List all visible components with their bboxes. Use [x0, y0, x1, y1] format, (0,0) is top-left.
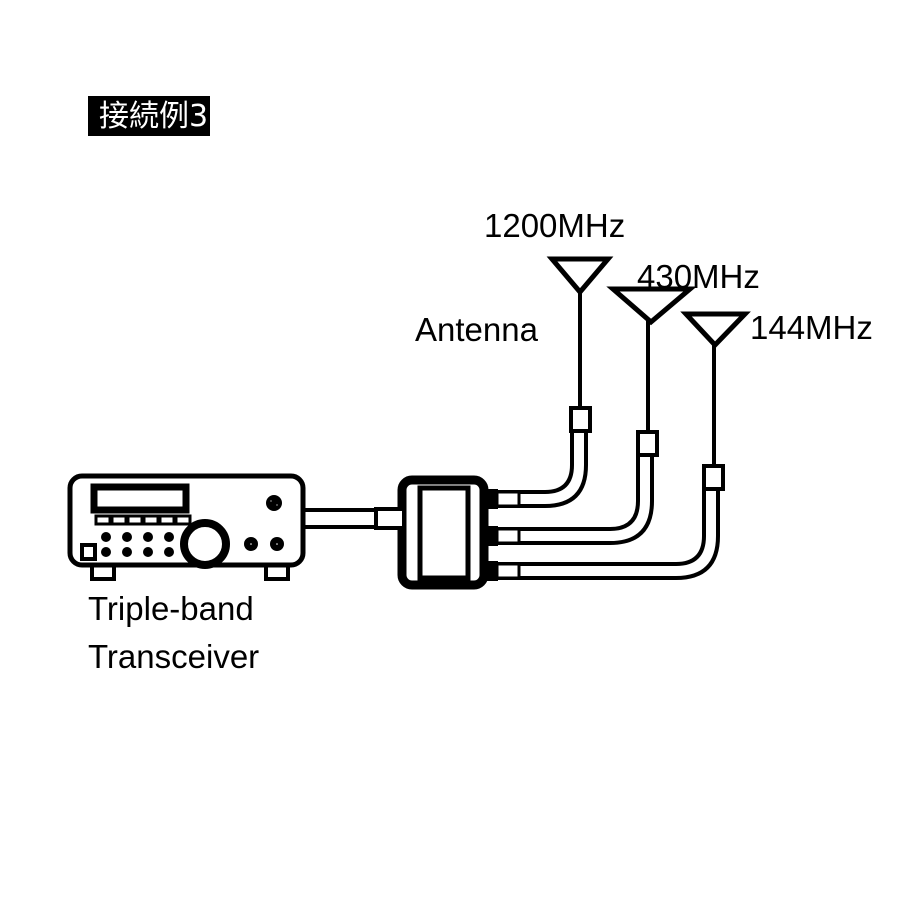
transceiver-key: [143, 547, 153, 557]
transceiver-display: [90, 483, 190, 514]
transceiver-caption-line2: Transceiver: [88, 638, 259, 675]
transceiver-function-button: [110, 514, 128, 526]
coax-cable-144-ferrule: [495, 562, 521, 580]
antenna-group-label: Antenna: [415, 311, 539, 348]
transceiver-function-button: [142, 514, 160, 526]
antenna-1200-connector: [569, 406, 592, 433]
antenna-144-connector: [702, 464, 725, 491]
transceiver-function-button: [174, 514, 192, 526]
transceiver-knob-left-mark: [248, 541, 254, 547]
transceiver-key: [101, 532, 111, 542]
transceiver-function-button: [126, 514, 144, 526]
coax-cable-430-outer: [493, 455, 640, 531]
transceiver-key: [143, 532, 153, 542]
transceiver-tuning-knob: [180, 519, 230, 569]
antenna-1200-label: 1200MHz: [484, 207, 625, 244]
badge-label: 接続例3: [99, 99, 208, 134]
antenna-144-label: 144MHz: [750, 309, 873, 346]
coax-cable-430-inner: [493, 455, 654, 545]
triplexer-panel: [417, 485, 471, 581]
badge-background: [88, 96, 210, 136]
transceiver-caption-line1: Triple-band: [88, 590, 254, 627]
coax-cable-430-ferrule: [495, 527, 521, 545]
transceiver-cable-ferrule: [374, 507, 406, 530]
transceiver-knob-top-mark: [274, 502, 280, 508]
antenna-1200-element: [546, 256, 614, 296]
coax-cable-144-inner: [493, 489, 720, 580]
transceiver-device: [67, 473, 306, 581]
transceiver-function-button: [158, 514, 176, 526]
transceiver-key: [122, 547, 132, 557]
transceiver-key: [164, 532, 174, 542]
transceiver-knob-right-mark: [274, 541, 280, 547]
coax-cable-1200-ferrule: [495, 490, 521, 508]
transceiver-power-key: [80, 543, 97, 561]
transceiver-function-buttons: [94, 514, 192, 526]
transceiver-key: [101, 547, 111, 557]
coax-cable-430: [484, 455, 654, 546]
coax-cable-1200: [484, 430, 588, 509]
coax-cable-1200-inner: [493, 430, 588, 508]
badge: 接続例3: [88, 96, 210, 136]
coax-cable-transceiver: [303, 507, 406, 530]
antenna-144: [680, 311, 751, 491]
transceiver-key: [122, 532, 132, 542]
transceiver-key: [164, 547, 174, 557]
antenna-430-connector: [636, 430, 659, 457]
triplexer-box: [397, 475, 489, 590]
coax-cable-144-outer: [493, 489, 706, 566]
antenna-430-element: [606, 286, 697, 326]
transceiver-keypad: [101, 532, 174, 557]
antenna-144-element: [680, 311, 751, 349]
transceiver-knob-top: [266, 495, 282, 511]
transceiver-function-button: [94, 514, 112, 526]
transceiver-knob-top-mark: [268, 498, 274, 504]
antenna-430: [606, 286, 697, 457]
antenna-1200: [546, 256, 614, 433]
coax-cable-1200-outer: [493, 430, 574, 494]
